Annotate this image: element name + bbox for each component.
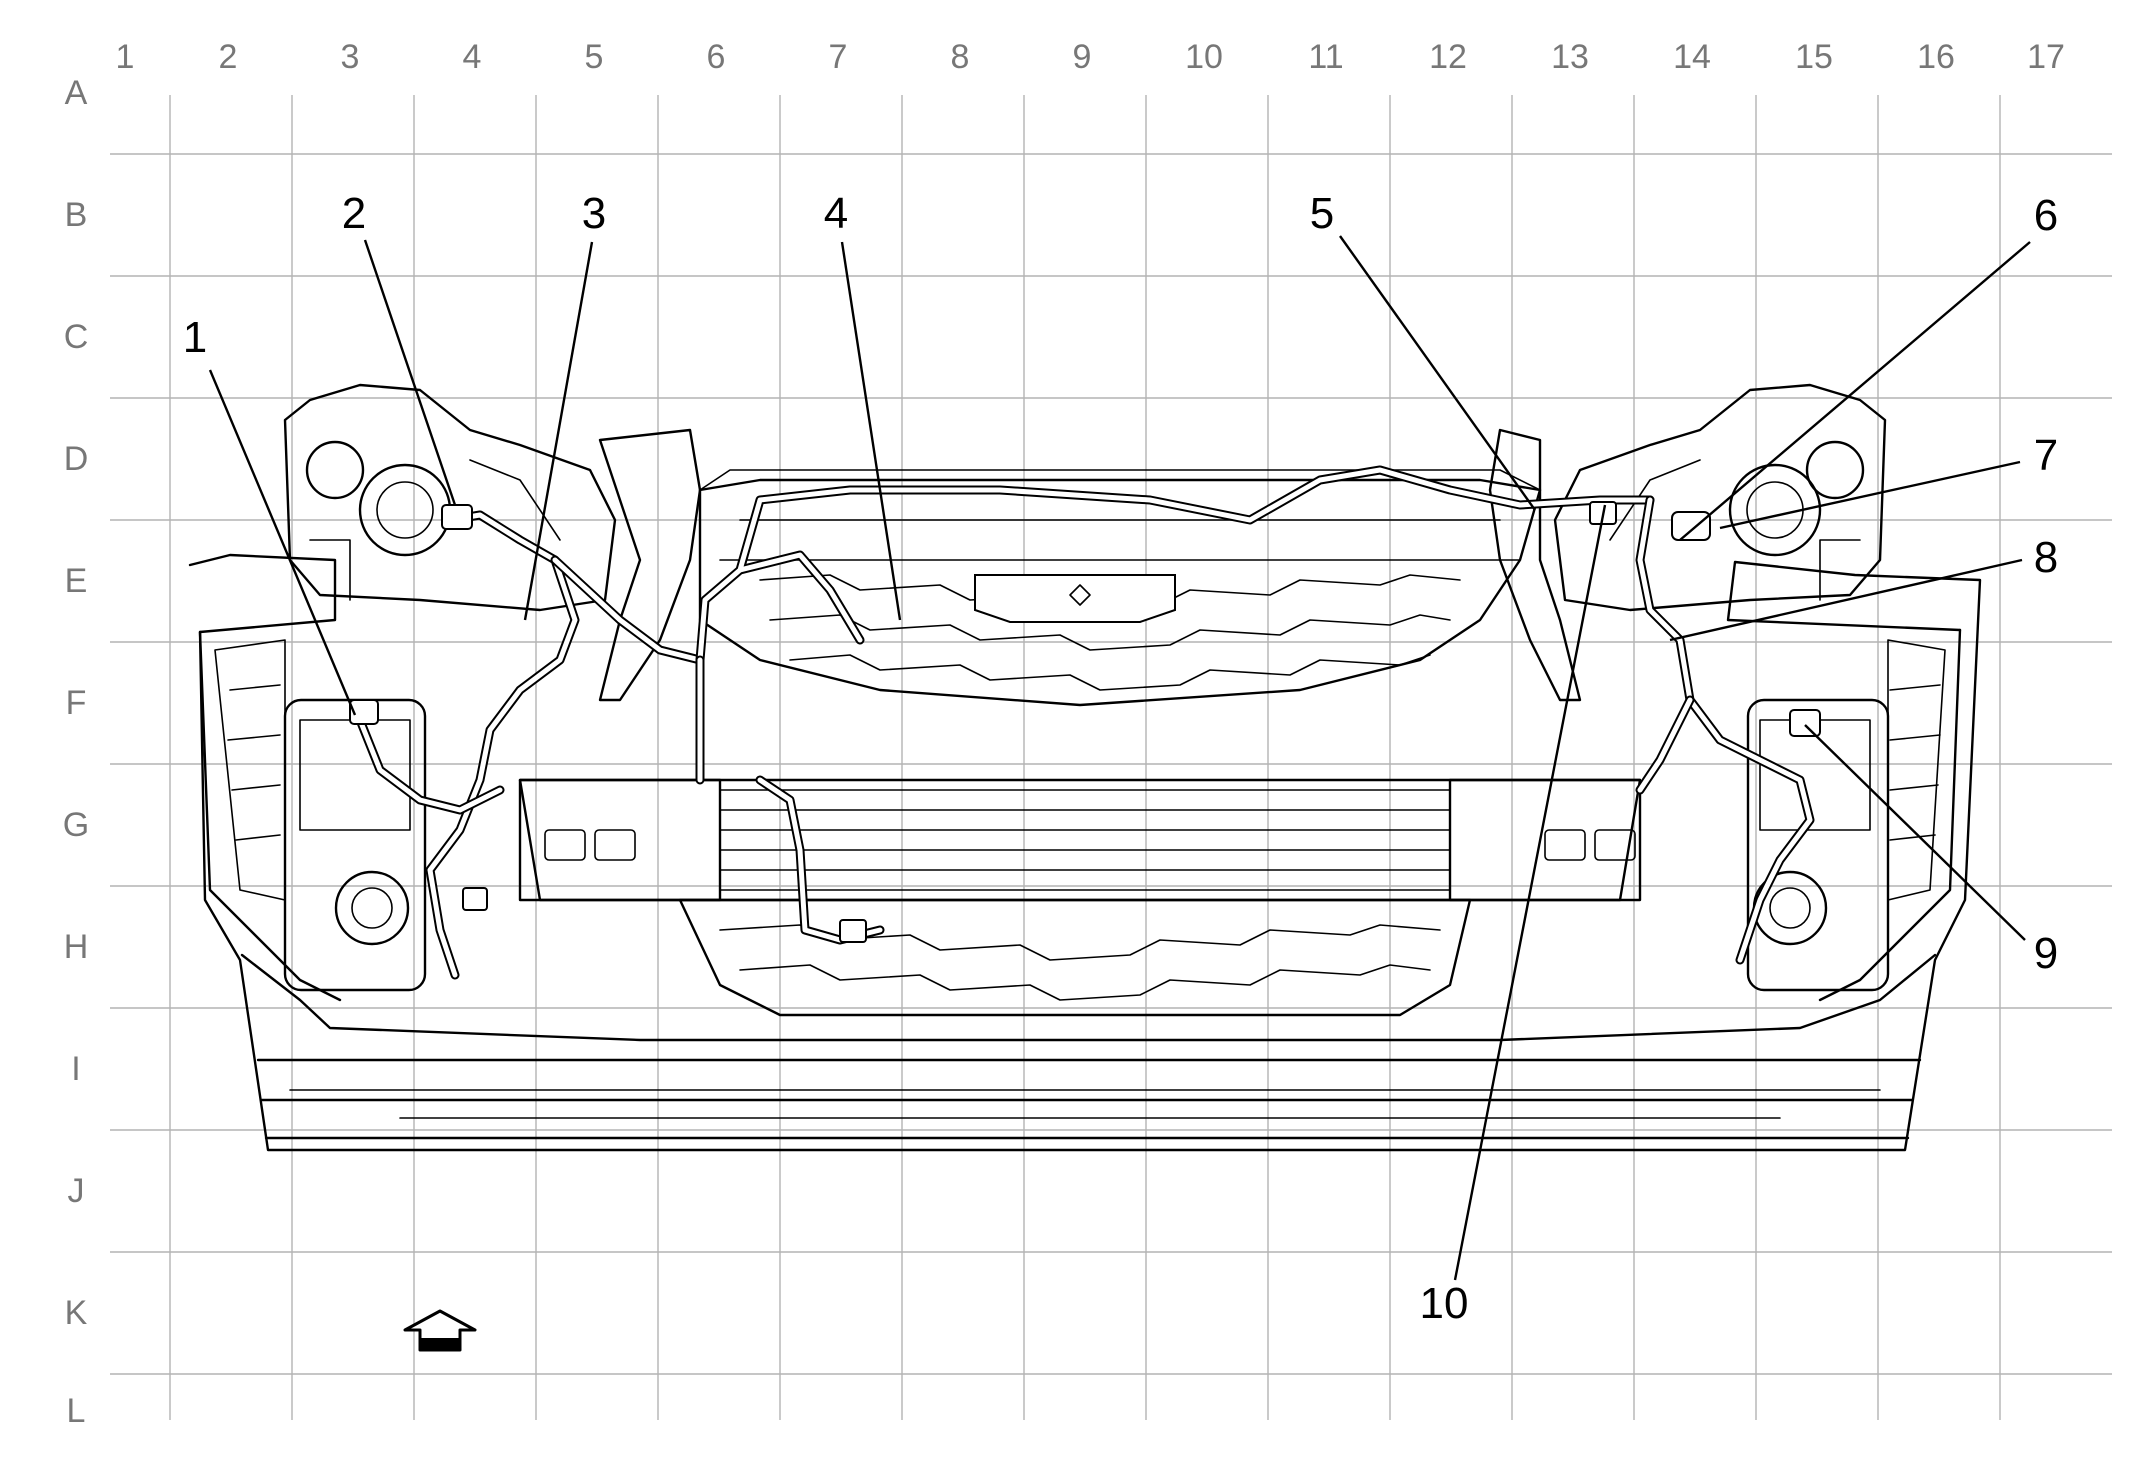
grid-column-label: 16 xyxy=(1917,38,1955,76)
callout-9-number: 9 xyxy=(2034,929,2058,978)
callout-numbers: 1 2 3 4 5 6 7 8 9 10 xyxy=(183,189,2058,1328)
grid-row-label: I xyxy=(71,1050,80,1088)
callout-10-number: 10 xyxy=(1420,1279,1469,1328)
bumper-fascia-lower xyxy=(240,953,1937,1042)
grid-column-label: 6 xyxy=(707,38,726,76)
bumper-side-right xyxy=(1818,628,1962,1002)
callout-1-leader-line xyxy=(208,369,357,716)
connectors xyxy=(349,501,1821,943)
callout-5-leader-line xyxy=(1339,235,1536,511)
bumper-fascia-outline xyxy=(188,553,1982,1152)
callout-6-number: 6 xyxy=(2034,191,2058,240)
callout-8-number: 8 xyxy=(2034,533,2058,582)
callout-5-number: 5 xyxy=(1310,189,1334,238)
callout-leader-lines xyxy=(208,235,2031,1281)
callout-6-leader-line xyxy=(1679,241,2031,541)
radiator-support-upper xyxy=(698,478,1542,707)
wiring-harness-left xyxy=(355,510,705,980)
callout-10-leader-line xyxy=(1453,504,1607,1281)
grid-row-label: B xyxy=(65,196,88,234)
grid-row-label: F xyxy=(66,684,87,722)
bumper-lower-lip xyxy=(256,1058,1922,1140)
grid-column-label: 4 xyxy=(463,38,482,76)
headlamp-left xyxy=(283,383,617,612)
grid-row-label: A xyxy=(65,74,88,112)
callout-2-leader-line xyxy=(363,239,457,506)
grid-column-label: 1 xyxy=(116,38,135,76)
grid-column-label: 5 xyxy=(585,38,604,76)
grid-row-label: D xyxy=(64,440,89,478)
grid-row-label: E xyxy=(65,562,88,600)
callout-4-leader-line xyxy=(840,241,902,621)
grid-column-label: 14 xyxy=(1673,38,1711,76)
grille-emblem-plate xyxy=(974,574,1176,623)
grid-column-label: 11 xyxy=(1308,38,1343,76)
side-vent-right xyxy=(1887,639,1946,901)
bumper-lower-strip xyxy=(289,1089,1881,1119)
grid-column-label: 13 xyxy=(1551,38,1589,76)
grid-column-label: 3 xyxy=(341,38,360,76)
grid-column-label: 9 xyxy=(1073,38,1092,76)
callout-8-leader-line xyxy=(1669,558,2023,642)
grid-row-label: J xyxy=(68,1172,85,1210)
callout-4-number: 4 xyxy=(824,189,848,238)
radiator-support-post-left xyxy=(598,428,702,702)
wiring-harness-top xyxy=(695,465,1655,945)
callout-3-number: 3 xyxy=(582,189,606,238)
bumper-side-left xyxy=(198,630,342,1002)
grid-row-label: G xyxy=(63,806,89,844)
callout-7-leader-line xyxy=(1719,460,2021,530)
impact-bar xyxy=(518,778,1642,902)
grid-row-label: C xyxy=(64,318,89,356)
grid-column-label: 15 xyxy=(1795,38,1833,76)
radiator-support-top-bar xyxy=(699,469,1541,491)
callout-1-number: 1 xyxy=(183,313,207,362)
grid-row-label: K xyxy=(65,1294,88,1332)
callout-2-number: 2 xyxy=(342,189,366,238)
grid-column-label: 2 xyxy=(219,38,238,76)
callout-9-leader-line xyxy=(1804,724,2026,941)
vehicle-front-end-drawing xyxy=(188,383,1982,1352)
grid-column-label: 17 xyxy=(2027,38,2065,76)
lower-grille xyxy=(678,898,1472,1017)
fog-lamp-right xyxy=(1746,698,1890,992)
grid-column-label: 8 xyxy=(951,38,970,76)
radiator-support-inner xyxy=(719,519,1521,561)
radiator-support-post-right xyxy=(1488,428,1582,702)
callout-7-number: 7 xyxy=(2034,431,2058,480)
fog-lamp-left xyxy=(283,698,427,992)
side-vent-left xyxy=(214,639,286,901)
grid-row-label: H xyxy=(64,928,89,966)
grid-column-label: 12 xyxy=(1429,38,1467,76)
grid-row-label: L xyxy=(67,1392,86,1430)
grid-column-label: 7 xyxy=(829,38,848,76)
callout-3-leader-line xyxy=(523,241,594,621)
front-direction-arrow-icon xyxy=(403,1309,477,1352)
wiring-harness-right xyxy=(1635,495,1815,965)
grid-column-label: 10 xyxy=(1185,38,1223,76)
